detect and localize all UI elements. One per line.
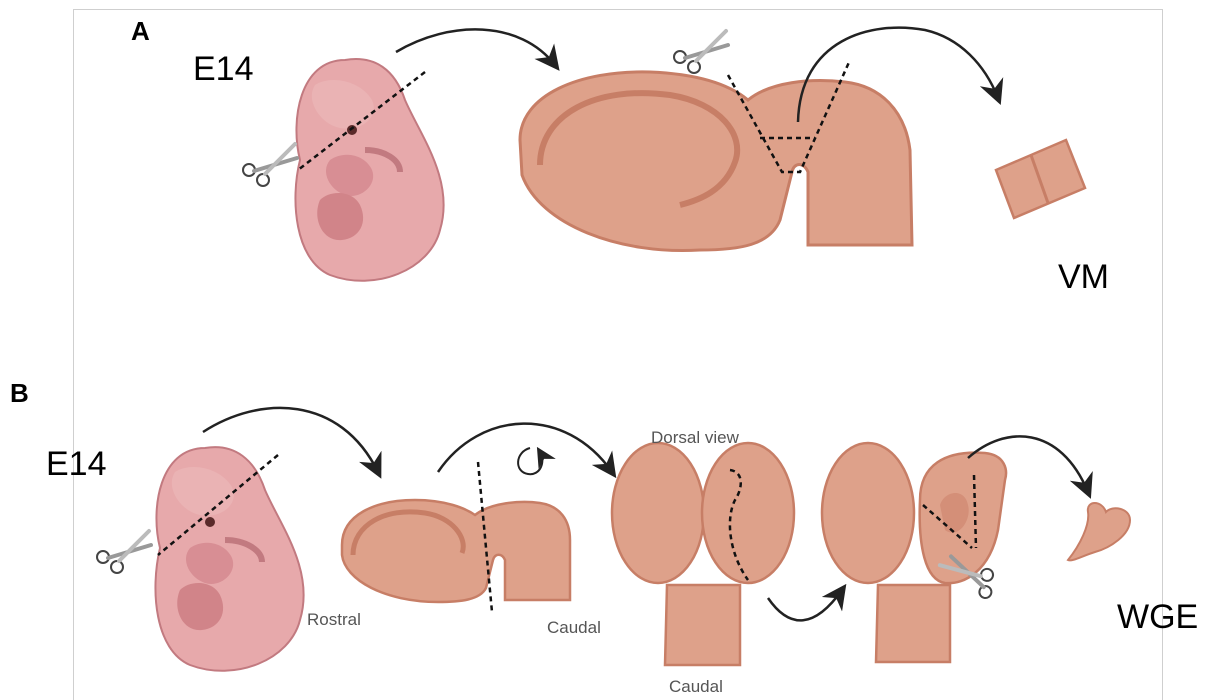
rostral-label: Rostral [307, 610, 361, 630]
brain-dorsal-view-1 [612, 443, 794, 665]
caudal-bottom-label: Caudal [669, 677, 723, 697]
scissors-icon [243, 144, 297, 186]
panel-b-label: B [10, 378, 29, 409]
panel-b-stage: E14 [46, 445, 107, 484]
embryo-b [155, 447, 303, 671]
brain-dorsal-view-2 [822, 443, 1006, 662]
curved-arrow-icon [438, 424, 612, 472]
scissors-icon [97, 531, 151, 573]
panel-a-label: A [131, 16, 150, 47]
panel-a-stage: E14 [193, 50, 254, 89]
brain-side-view-b [342, 500, 570, 602]
panel-b-result: WGE [1117, 598, 1198, 637]
dorsal-view-label: Dorsal view [651, 428, 739, 448]
scissors-icon [674, 31, 728, 73]
panel-a-result: VM [1058, 258, 1109, 297]
rotate-icon [518, 448, 542, 474]
embryo-a [295, 59, 443, 281]
vm-tissue-piece [996, 140, 1085, 218]
wge-tissue-piece [1068, 503, 1130, 560]
caudal-label: Caudal [547, 618, 601, 638]
curved-arrow-icon [396, 29, 555, 65]
brain-side-view-a [520, 72, 912, 251]
curved-arrow-icon [768, 590, 842, 620]
